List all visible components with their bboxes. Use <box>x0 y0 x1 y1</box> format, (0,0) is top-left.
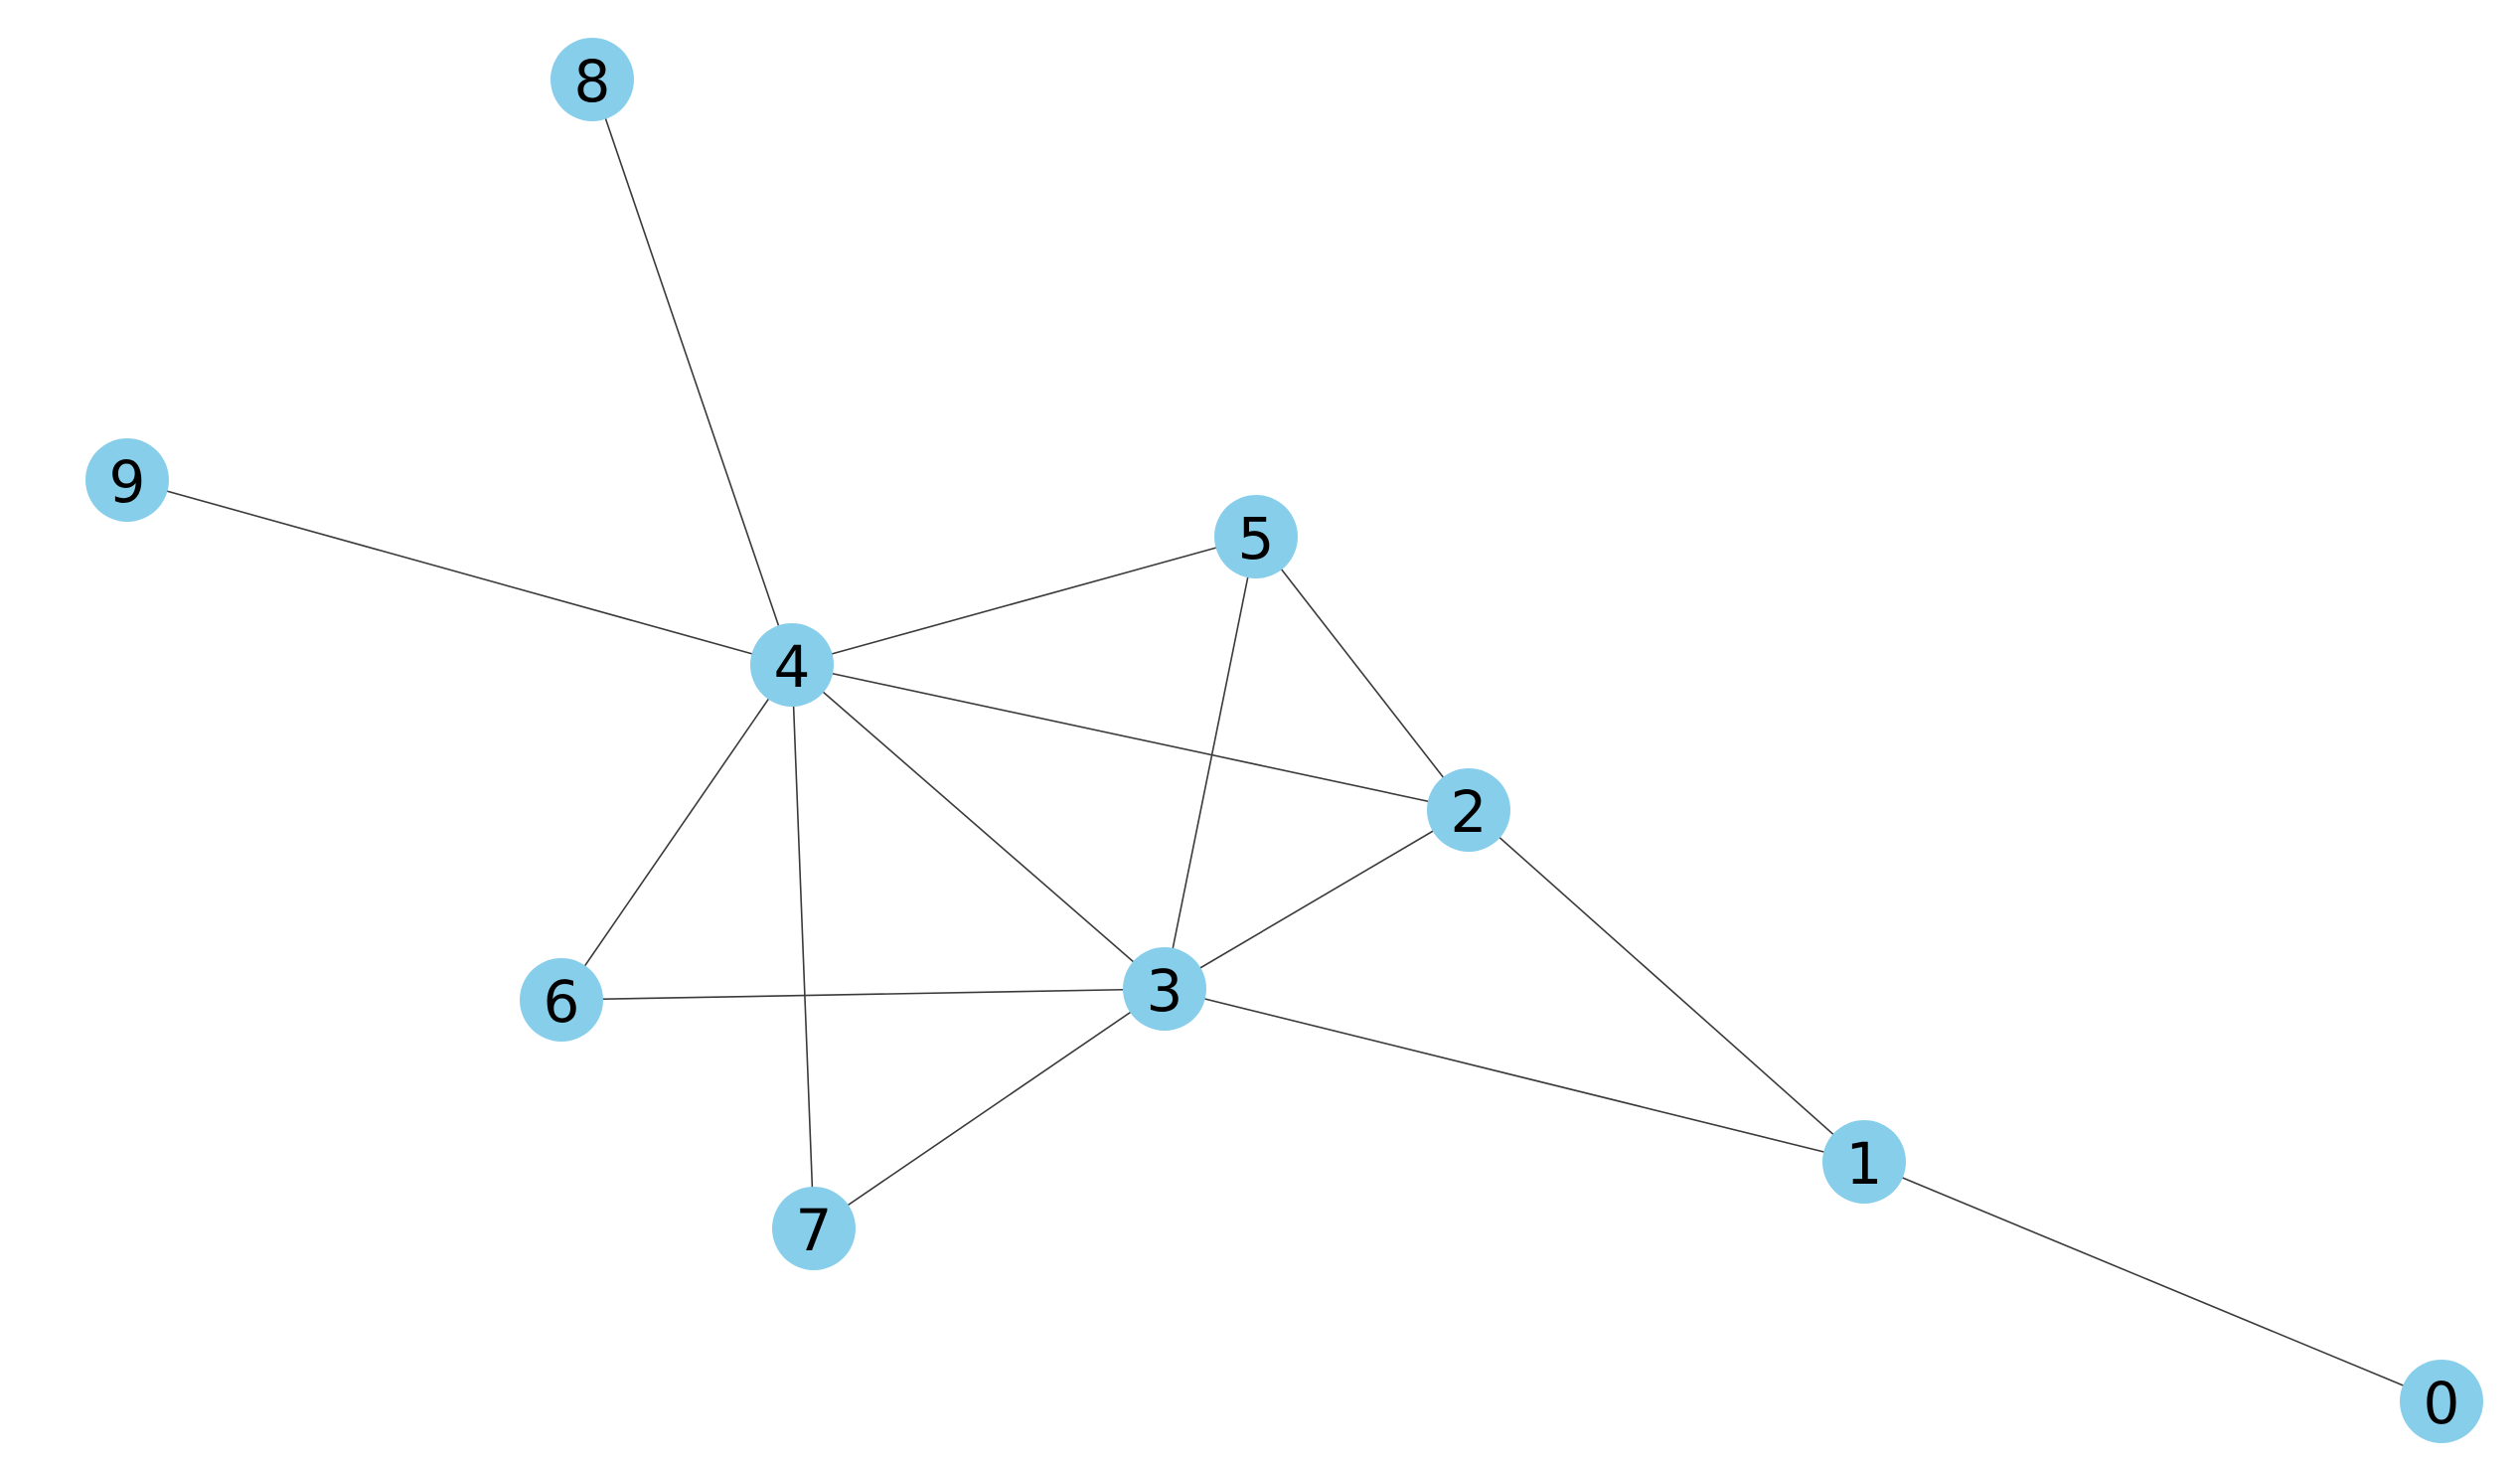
node-label-8: 8 <box>574 48 611 115</box>
node-label-1: 1 <box>1846 1130 1883 1198</box>
edge-2-5 <box>1255 536 1470 811</box>
node-label-2: 2 <box>1451 778 1488 846</box>
edge-4-9 <box>126 479 793 666</box>
node-0: 0 <box>2400 1360 2483 1443</box>
node-label-6: 6 <box>544 968 580 1036</box>
edge-4-8 <box>591 79 793 666</box>
edge-1-3 <box>1164 988 1865 1163</box>
node-circle-3 <box>1123 947 1206 1031</box>
node-2: 2 <box>1427 768 1510 852</box>
edge-3-6 <box>560 988 1166 1001</box>
edge-3-4 <box>791 664 1166 990</box>
node-3: 3 <box>1123 947 1206 1031</box>
node-4: 4 <box>750 623 834 707</box>
edge-1-2 <box>1468 809 1865 1163</box>
edge-2-3 <box>1164 809 1470 990</box>
edge-4-7 <box>791 664 815 1229</box>
edge-3-5 <box>1164 536 1257 990</box>
node-circle-5 <box>1214 495 1298 578</box>
node-label-3: 3 <box>1147 957 1183 1025</box>
edge-layer <box>126 79 2442 1402</box>
node-circle-2 <box>1427 768 1510 852</box>
node-1: 1 <box>1822 1120 1906 1204</box>
node-label-0: 0 <box>2424 1370 2460 1437</box>
node-circle-8 <box>551 38 634 121</box>
node-5: 5 <box>1214 495 1298 578</box>
node-layer: 0 1 2 3 4 5 6 7 8 9 <box>85 38 2483 1443</box>
node-label-4: 4 <box>774 633 811 701</box>
edge-3-7 <box>813 988 1166 1229</box>
node-6: 6 <box>520 958 603 1042</box>
node-label-7: 7 <box>796 1197 833 1264</box>
node-circle-1 <box>1822 1120 1906 1204</box>
node-circle-6 <box>520 958 603 1042</box>
node-circle-7 <box>772 1187 856 1270</box>
edge-2-4 <box>791 664 1470 811</box>
node-label-5: 5 <box>1238 505 1275 572</box>
edge-0-1 <box>1863 1161 2442 1402</box>
node-circle-0 <box>2400 1360 2483 1443</box>
node-9: 9 <box>85 438 169 522</box>
edge-4-6 <box>560 664 793 1001</box>
node-label-9: 9 <box>109 448 146 516</box>
node-8: 8 <box>551 38 634 121</box>
node-circle-4 <box>750 623 834 707</box>
node-7: 7 <box>772 1187 856 1270</box>
node-circle-9 <box>85 438 169 522</box>
edge-4-5 <box>791 536 1257 666</box>
